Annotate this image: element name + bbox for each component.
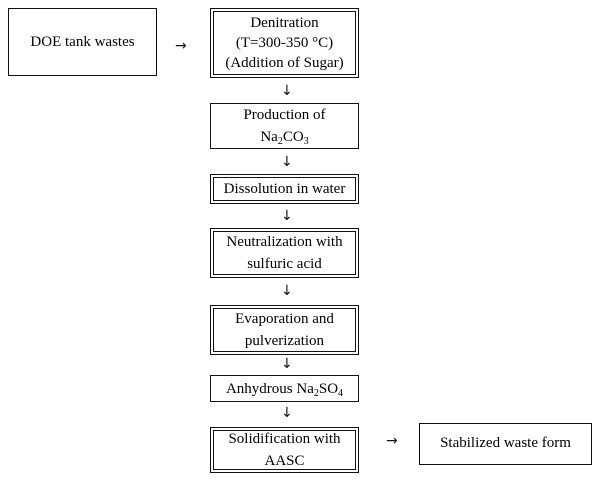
neutralization-line2: sulfuric acid <box>247 256 322 272</box>
step-anhydrous-na2so4: Anhydrous Na2SO4 <box>210 375 359 402</box>
production-formula: Na2CO3 <box>260 129 309 147</box>
arrow-right-icon: → <box>175 38 187 54</box>
solidification-line2: AASC <box>264 453 305 469</box>
denitration-additive: (Addition of Sugar) <box>225 55 344 71</box>
dissolution-label: Dissolution in water <box>223 181 346 197</box>
arrow-right-icon: → <box>386 433 398 449</box>
step-evaporation: Evaporation and pulverization <box>210 305 359 355</box>
arrow-down-icon: ↓ <box>281 154 293 170</box>
denitration-title: Denitration <box>250 15 319 31</box>
solidification-line1: Solidification with <box>228 431 341 447</box>
arrow-down-icon: ↓ <box>281 405 293 421</box>
output-label: Stabilized waste form <box>440 435 571 451</box>
arrow-down-icon: ↓ <box>281 208 293 224</box>
step-dissolution: Dissolution in water <box>210 174 359 204</box>
production-label: Production of <box>243 107 326 123</box>
step-solidification: Solidification with AASC <box>210 427 359 473</box>
neutralization-line1: Neutralization with <box>226 234 343 250</box>
arrow-down-icon: ↓ <box>281 283 293 299</box>
step-neutralization: Neutralization with sulfuric acid <box>210 228 359 278</box>
input-box-doe-tank-wastes: DOE tank wastes <box>8 8 157 76</box>
step-denitration: Denitration (T=300-350 °C) (Addition of … <box>210 8 359 78</box>
anhydrous-formula: Anhydrous Na2SO4 <box>225 380 344 399</box>
input-label: DOE tank wastes <box>30 34 135 50</box>
evaporation-line1: Evaporation and <box>235 311 334 327</box>
evaporation-line2: pulverization <box>244 333 325 349</box>
arrow-down-icon: ↓ <box>281 83 293 99</box>
denitration-temperature: (T=300-350 °C) <box>235 35 334 51</box>
step-production-na2co3: Production of Na2CO3 <box>210 103 359 149</box>
output-box-stabilized-waste-form: Stabilized waste form <box>419 423 592 465</box>
arrow-down-icon: ↓ <box>281 356 293 372</box>
